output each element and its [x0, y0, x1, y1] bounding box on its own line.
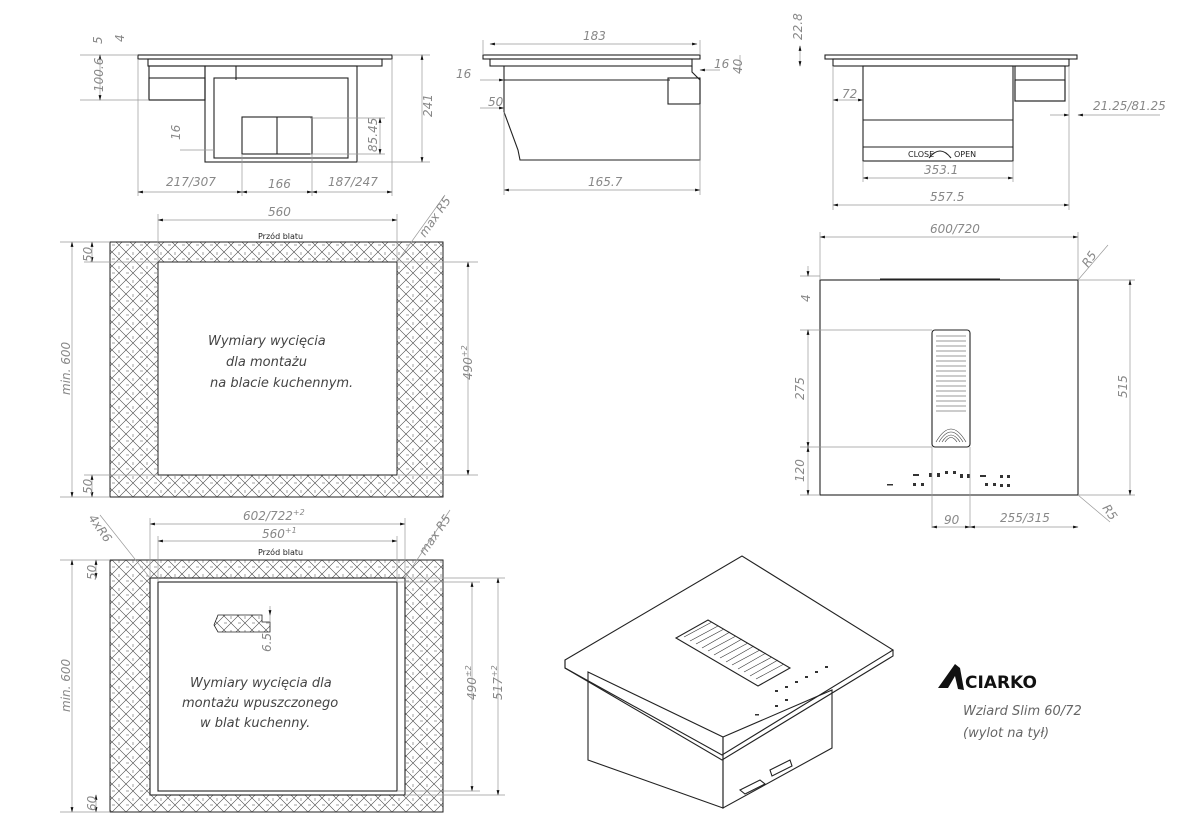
dim-90: 90	[944, 513, 960, 527]
dim-40: 40	[731, 58, 745, 74]
dim-4: 4	[113, 34, 127, 42]
dim-517: 517+2	[490, 665, 505, 700]
front-of-countertop-label: Przód blatu	[258, 231, 303, 241]
dim-557-5: 557.5	[930, 190, 964, 204]
dim-50-flush: 50	[85, 564, 99, 580]
grille-slots	[935, 335, 967, 443]
dim-353-1: 353.1	[924, 163, 958, 177]
dim-600-720: 600/720	[930, 222, 980, 236]
dim-22-8: 22.8	[791, 13, 805, 40]
dim-21-25-81-25: 21.25/81.25	[1093, 99, 1166, 113]
dim-max-r5-flush: max R5	[416, 512, 454, 558]
dim-255-315: 255/315	[1000, 511, 1050, 525]
note-flush-line-2: montażu wpuszczonego	[182, 696, 338, 711]
brand-block: CIARKO Wziard Slim 60/72 (wylot na tył)	[938, 664, 1082, 741]
dim-50-bottom: 50	[81, 478, 95, 494]
note-flush-line-3: w blat kuchenny.	[200, 716, 310, 731]
plan-view: 600/720 R5 R5 4 275 120 515 90 255/315	[793, 222, 1135, 529]
switch-open-label: OPEN	[954, 150, 976, 159]
dim-16-right: 16	[714, 57, 730, 71]
dim-120: 120	[793, 459, 807, 482]
front-of-countertop-label-flush: Przód blatu	[258, 547, 303, 557]
dim-490-flush: 490±2	[464, 665, 479, 700]
dim-60-flush: 60	[85, 795, 99, 811]
front-view: 5 4 100.6 16 85.45 241 217/307 166 187/2…	[80, 34, 435, 196]
dim-165-7: 165.7	[588, 175, 623, 189]
dim-6-5: 6.5	[260, 633, 274, 652]
dim-72: 72	[842, 87, 857, 101]
side-view: 183 16 50 16 40 165.7	[456, 29, 745, 195]
cutout-flush-mount: 6.5 602/722+2 560+1 4xR6 max R5 Przód bl…	[59, 508, 505, 813]
dim-275: 275	[793, 377, 807, 400]
dim-100-6: 100.6	[92, 57, 106, 92]
dim-r5-bottom: R5	[1100, 502, 1121, 523]
ciarko-logo-icon	[938, 664, 964, 690]
brand-logo: CIARKO	[965, 673, 1037, 693]
dim-4-plan: 4	[799, 294, 813, 302]
dim-max-r5: max R5	[416, 194, 454, 240]
note-line-1: Wymiary wycięcia	[208, 334, 326, 349]
model-variant: (wylot na tył)	[963, 726, 1049, 741]
dim-217-307: 217/307	[166, 175, 216, 189]
dim-515: 515	[1116, 375, 1130, 398]
model-name: Wziard Slim 60/72	[963, 704, 1082, 719]
dim-min-600: min. 600	[59, 341, 73, 395]
dim-490: 490+2	[460, 345, 475, 380]
dim-187-247: 187/247	[328, 175, 378, 189]
dim-50-top: 50	[81, 246, 95, 262]
note-line-3: na blacie kuchennym.	[210, 376, 353, 391]
dim-r5-top: R5	[1079, 249, 1100, 270]
cutout-top-mount: 560 max R5 Przód blatu min. 600 50 50 49…	[59, 194, 478, 498]
dim-560: 560	[268, 205, 291, 219]
dim-5: 5	[91, 36, 105, 44]
dim-16-left: 16	[456, 67, 472, 81]
dim-183: 183	[583, 29, 606, 43]
dim-241: 241	[421, 94, 435, 117]
dim-85-45: 85.45	[366, 118, 380, 152]
rear-view: CLOSE OPEN 22.8 72 21.25/81.25 353.1 557…	[791, 13, 1166, 210]
dim-50: 50	[488, 95, 504, 109]
dim-560-plus-1: 560+1	[262, 526, 297, 541]
isometric-view	[564, 555, 895, 809]
switch-close-label: CLOSE	[908, 150, 934, 159]
dim-16: 16	[169, 124, 183, 140]
note-line-2: dla montażu	[226, 355, 307, 370]
touch-controls	[887, 471, 1010, 487]
dim-166: 166	[268, 177, 291, 191]
note-flush-line-1: Wymiary wycięcia dla	[190, 676, 332, 691]
dim-602-722: 602/722+2	[243, 508, 305, 523]
dim-min-600-flush: min. 600	[59, 658, 73, 712]
